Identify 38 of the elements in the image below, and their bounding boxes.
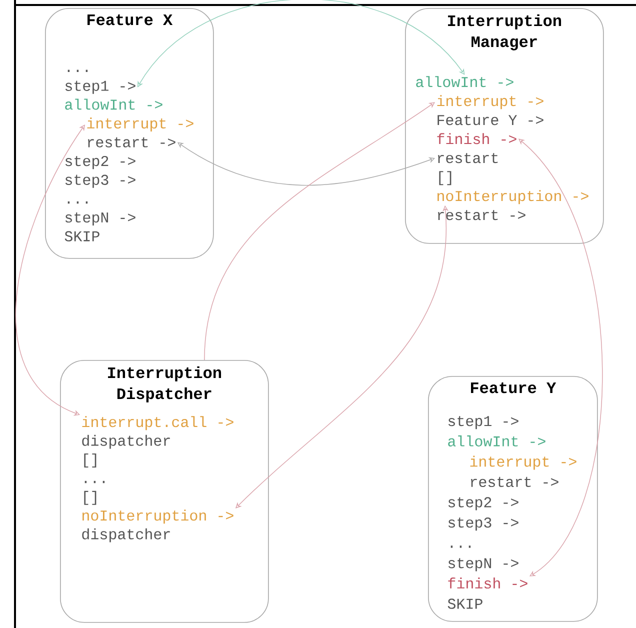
code-text: ... [68, 70, 88, 72]
arrow [15, 124, 85, 416]
arrow [204, 102, 435, 360]
code-text: ... [68, 201, 88, 204]
code-text: interrupt.call -> [82, 416, 234, 430]
code-text: step3 -> [65, 174, 136, 188]
code-text: [] [84, 490, 96, 505]
code-text: step1 -> [65, 80, 136, 94]
code-text: allowInt -> [448, 435, 546, 446]
code-text: step2 -> [65, 156, 136, 170]
code-text: stepN -> [448, 558, 518, 572]
code-text: dispatcher [82, 434, 170, 449]
code-text: interrupt -> [437, 95, 544, 110]
code-text: allowInt -> [65, 98, 162, 110]
code-text: noInterruption -> [82, 510, 234, 524]
code-text: stepN -> [65, 212, 136, 226]
arrow [137, 0, 465, 88]
code-text: allowInt -> [416, 76, 514, 88]
code-text: step3 -> [448, 517, 518, 531]
code-text: restart -> [438, 210, 526, 220]
code-text: ... [84, 480, 105, 484]
code-text: step1 -> [448, 416, 518, 430]
code-text: ... [450, 546, 471, 548]
code-text: noInterruption -> [438, 190, 588, 204]
code-text: interrupt -> [87, 118, 194, 132]
code-text: dispatcher [82, 528, 170, 542]
code-text: Feature Y -> [438, 115, 544, 126]
code-text: [] [84, 454, 96, 468]
code-text: SKIP [448, 598, 482, 609]
code-text: finish -> [437, 133, 516, 144]
code-text: restart -> [470, 476, 558, 488]
code-text: restart [438, 153, 498, 164]
code-text: step2 -> [448, 497, 518, 510]
code-text: restart -> [88, 137, 176, 148]
code-text: [] [439, 171, 452, 186]
code-text: SKIP [64, 231, 100, 242]
code-text: finish -> [448, 578, 528, 589]
code-text: interrupt -> [470, 456, 576, 470]
